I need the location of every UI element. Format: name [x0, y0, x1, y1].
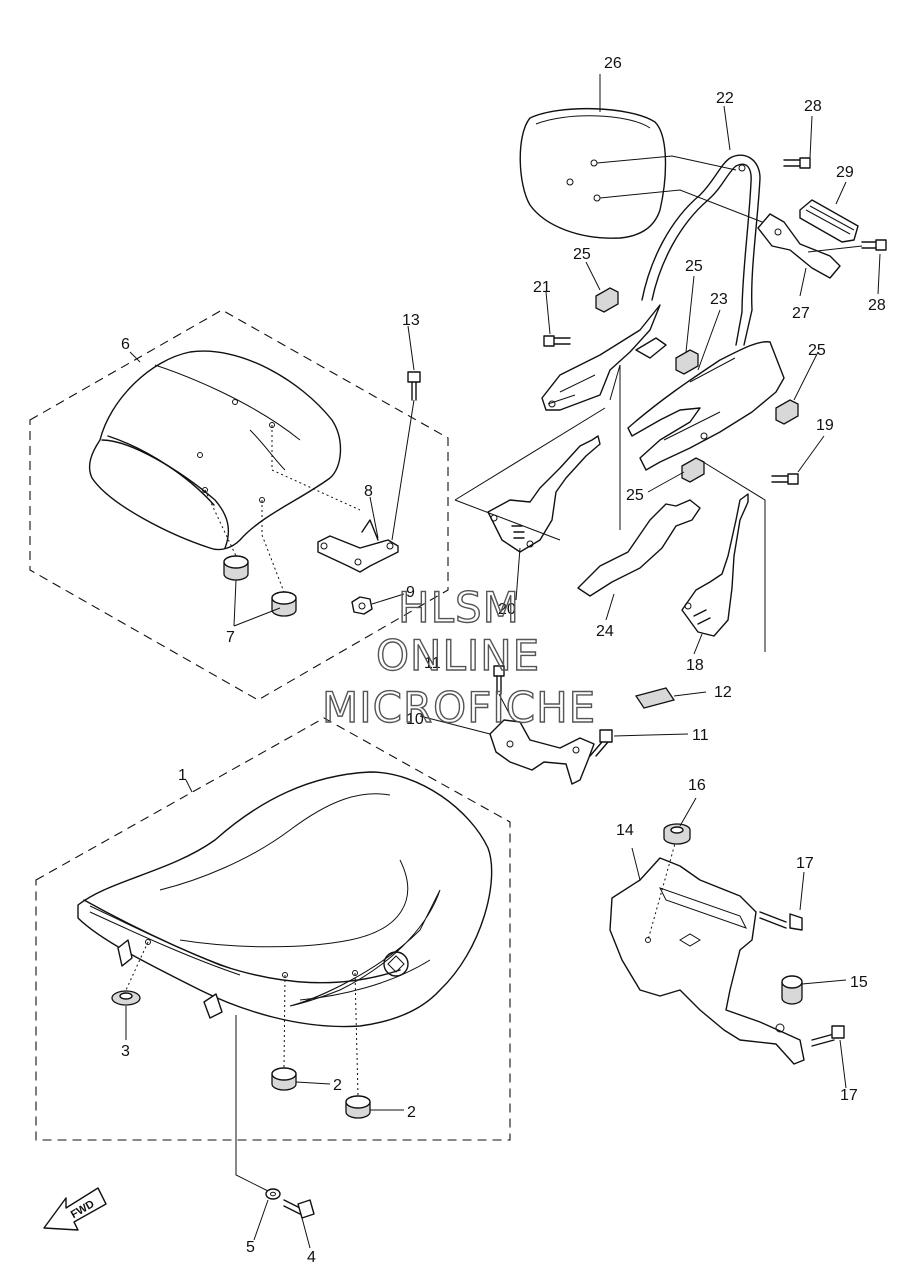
rear-seat-bracket[interactable]: [317, 535, 399, 573]
callout-28: 28: [868, 297, 886, 314]
callout-4: 4: [307, 1249, 316, 1266]
rear-seat-cushion[interactable]: [88, 350, 342, 551]
callout-25: 25: [626, 487, 644, 504]
callout-25: 25: [808, 342, 826, 359]
callout-28: 28: [804, 98, 822, 115]
left-plate-bolt[interactable]: [543, 335, 571, 347]
callout-25: 25: [573, 246, 591, 263]
front-seat-damper[interactable]: [345, 1095, 371, 1119]
callout-25: 25: [685, 258, 703, 275]
callout-11: 11: [692, 727, 709, 744]
front-seat-hook[interactable]: [203, 993, 223, 1019]
clip[interactable]: [675, 349, 699, 375]
callout-14: 14: [616, 822, 634, 839]
front-seat-hook[interactable]: [117, 939, 133, 967]
seat-lock-pad[interactable]: [634, 687, 676, 709]
forward-arrow: FWD: [43, 1187, 107, 1231]
callout-21: 21: [533, 279, 551, 296]
callout-12: 12: [714, 684, 732, 701]
callout-10: 10: [406, 711, 424, 728]
callout-18: 18: [686, 657, 704, 674]
side-cover-group: [609, 823, 845, 1065]
callout-leaders: [125, 74, 881, 1249]
rear-seat-nut[interactable]: [351, 596, 373, 615]
callout-20: 20: [498, 601, 516, 618]
callout-19: 19: [816, 417, 834, 434]
front-seat-group: [35, 717, 511, 1141]
callout-23: 23: [710, 291, 728, 308]
watermark-line-2: ONLINE: [376, 631, 540, 680]
seat-lock-assembly: [489, 665, 676, 785]
callout-labels: 1 2 2 3 4 5 6 7 8 9 10 11 11 12 13 14 15…: [121, 55, 886, 1266]
backrest-left-plate[interactable]: [541, 304, 661, 411]
backrest-pad[interactable]: [519, 107, 667, 239]
watermark: HLSM ONLINE MICROFICHE: [321, 582, 596, 732]
callout-11: 11: [424, 655, 441, 672]
callout-2: 2: [333, 1077, 342, 1094]
callout-17: 17: [796, 855, 814, 872]
backrest-rubber[interactable]: [799, 199, 859, 243]
rear-seat-group: [29, 309, 449, 701]
callout-9: 9: [406, 584, 415, 601]
callout-16: 16: [688, 777, 706, 794]
callout-7: 7: [226, 629, 235, 646]
side-cover-screw[interactable]: [811, 1025, 845, 1047]
lock-bolt-lower[interactable]: [589, 729, 613, 757]
backrest-bolt-lower[interactable]: [861, 239, 887, 251]
callout-29: 29: [836, 164, 854, 181]
rear-seat-damper[interactable]: [271, 591, 297, 617]
side-cover-collar[interactable]: [781, 975, 803, 1005]
front-seat-grommet[interactable]: [111, 990, 141, 1006]
front-seat-cushion[interactable]: [77, 771, 493, 1028]
clip[interactable]: [681, 457, 705, 483]
callout-26: 26: [604, 55, 622, 72]
side-cover-screw[interactable]: [759, 911, 803, 931]
backrest-assembly: [454, 107, 887, 652]
callout-13: 13: [402, 312, 420, 329]
callout-5: 5: [246, 1239, 255, 1256]
side-cover[interactable]: [609, 857, 805, 1065]
callout-1: 1: [178, 767, 187, 784]
clip[interactable]: [775, 399, 799, 425]
backrest-support[interactable]: [641, 154, 761, 346]
clip[interactable]: [595, 287, 619, 313]
lock-bolt-upper[interactable]: [493, 665, 505, 695]
watermark-line-1: HLSM: [398, 583, 520, 632]
front-seat-washer[interactable]: [265, 1188, 281, 1200]
seat-lock-bracket[interactable]: [489, 719, 595, 785]
side-cover-grommet[interactable]: [663, 823, 691, 845]
hinge-bracket-right[interactable]: [681, 493, 749, 637]
callout-3: 3: [121, 1043, 130, 1060]
watermark-line-3: MICROFICHE: [322, 683, 596, 732]
rear-stay[interactable]: [577, 499, 701, 597]
backrest-bolt-upper[interactable]: [783, 157, 811, 169]
callout-2: 2: [407, 1104, 416, 1121]
callout-17: 17: [840, 1087, 858, 1104]
hinge-bracket-left[interactable]: [487, 435, 601, 553]
front-seat-bolt[interactable]: [283, 1199, 315, 1219]
callout-8: 8: [364, 483, 373, 500]
callout-6: 6: [121, 336, 130, 353]
callout-15: 15: [850, 974, 868, 991]
callout-27: 27: [792, 305, 810, 322]
rear-seat-bolt[interactable]: [407, 371, 421, 401]
callout-24: 24: [596, 623, 614, 640]
backrest-clamp[interactable]: [757, 213, 841, 279]
front-seat-damper[interactable]: [271, 1067, 297, 1091]
right-plate-bolt[interactable]: [771, 473, 799, 485]
backrest-right-plate[interactable]: [627, 341, 785, 471]
callout-22: 22: [716, 90, 734, 107]
rear-seat-damper[interactable]: [223, 555, 249, 581]
